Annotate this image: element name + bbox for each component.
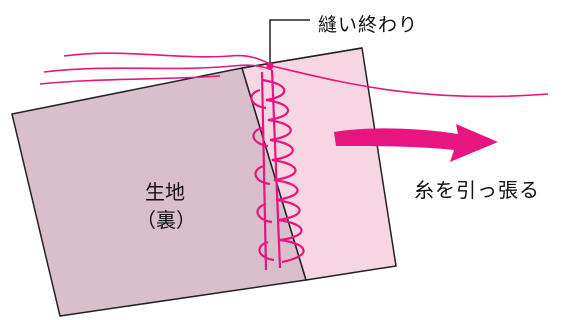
pull-thread-label: 糸を引っ張る — [414, 178, 540, 202]
right-arrow-icon — [334, 124, 498, 162]
pulled-thread — [271, 65, 549, 98]
callout-leader-line — [269, 19, 310, 64]
overlock-stitches — [250, 69, 305, 271]
callout-label-sewing-end: 縫い終わり — [318, 14, 419, 36]
callout-dot — [266, 62, 274, 70]
loose-threads — [39, 52, 273, 85]
fabric-side-label: （裏） — [136, 208, 196, 232]
fabric-label: 生地 — [145, 180, 185, 204]
flap-top-edge — [241, 47, 363, 69]
